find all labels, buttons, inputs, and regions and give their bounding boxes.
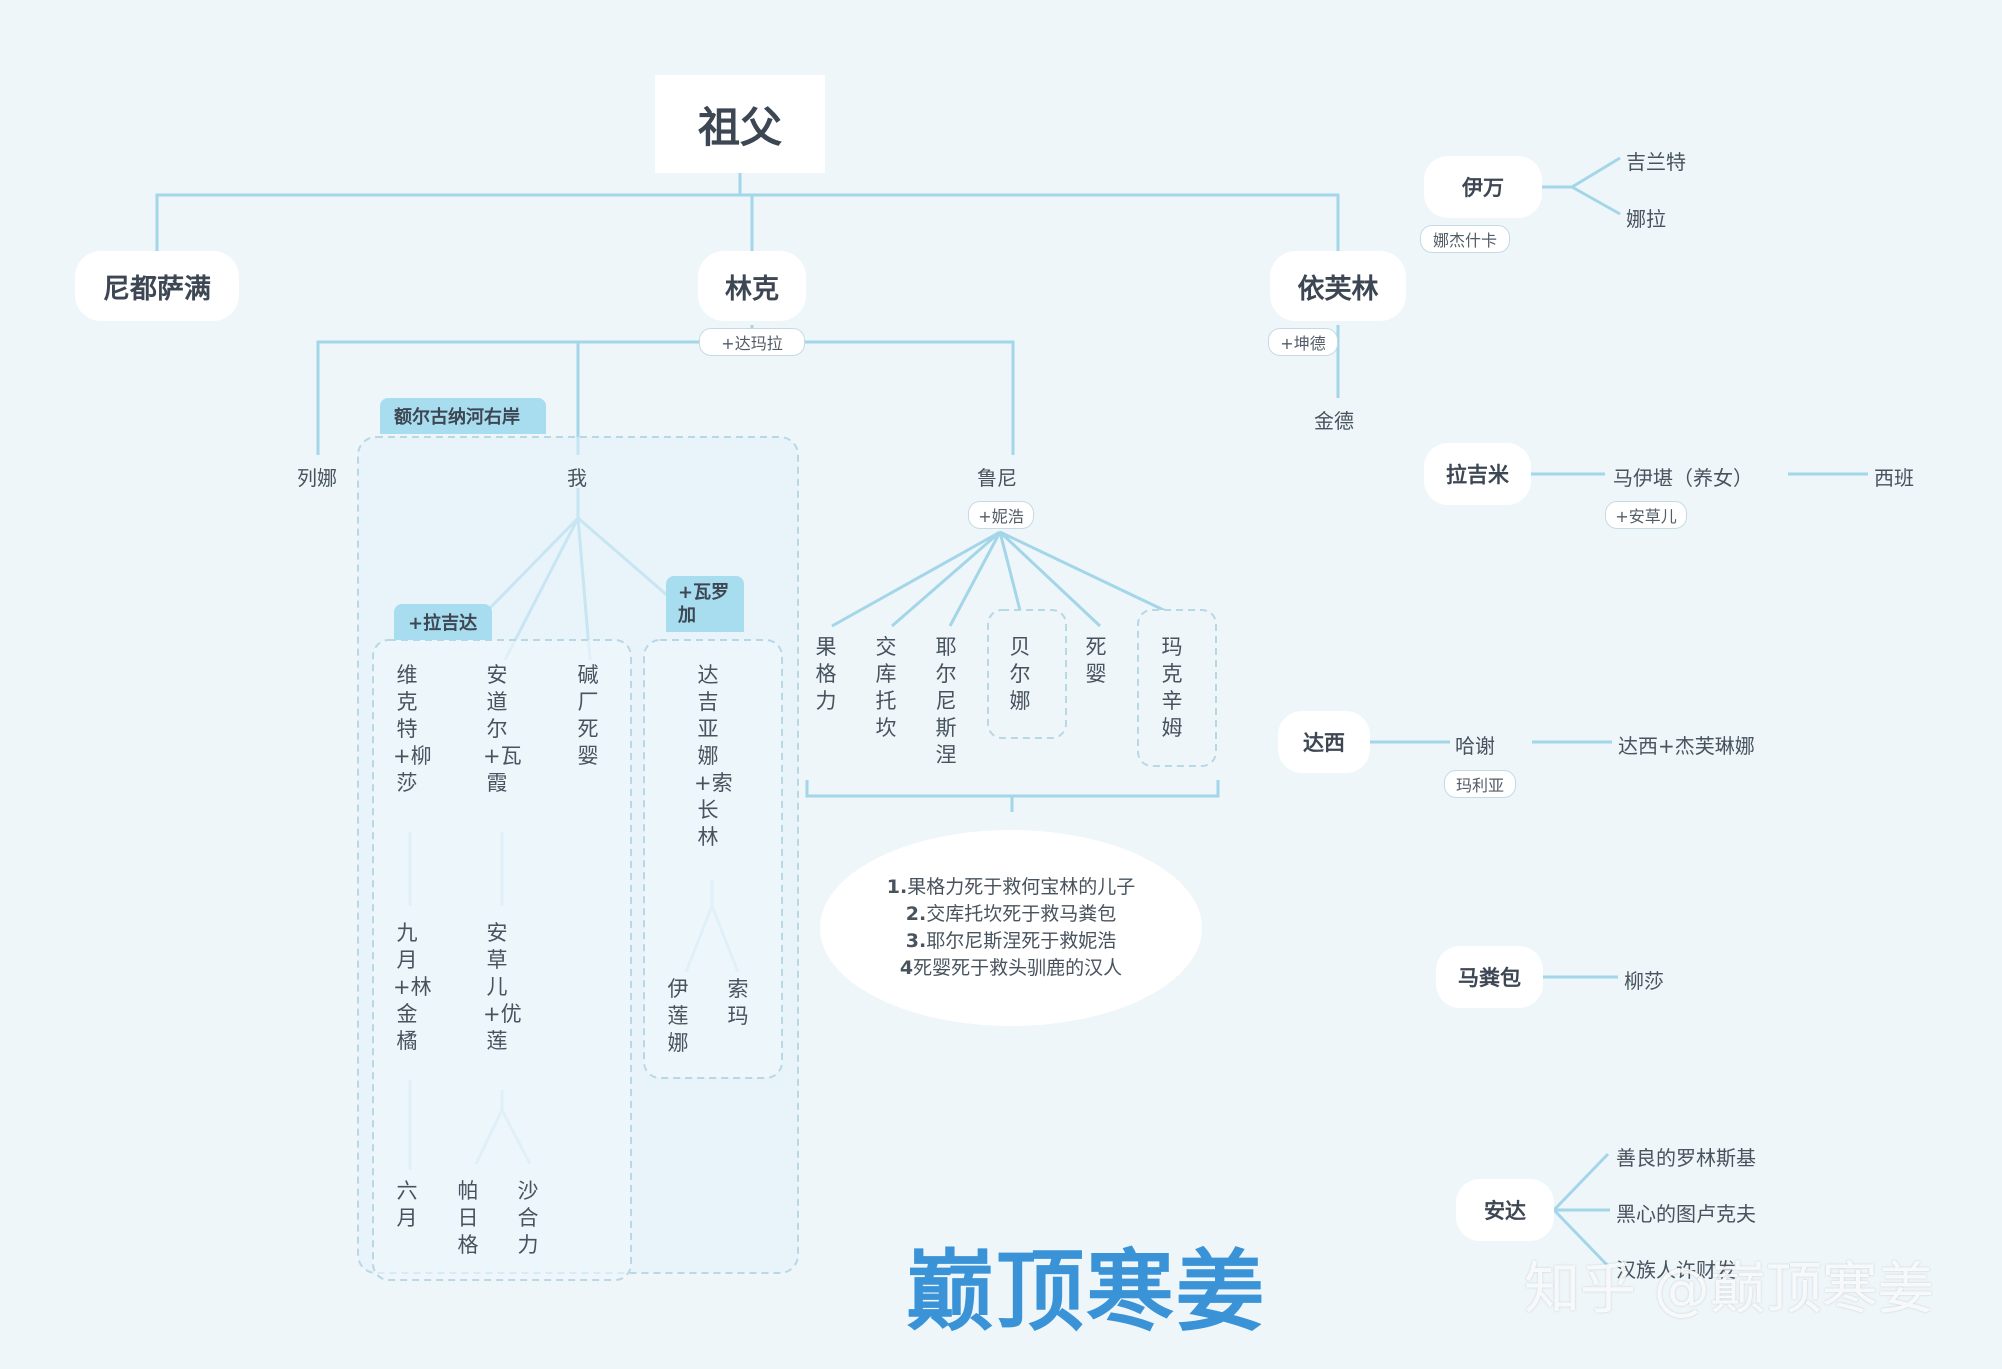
node-nala[interactable]: 娜拉 [1626,207,1666,231]
node-linke[interactable]: 林克 [698,251,806,321]
tag-luni-spouse: +妮浩 [968,501,1034,529]
node-heixin[interactable]: 黑心的图卢克夫 [1616,1202,1756,1226]
group-lajida-box [372,639,632,1281]
tag-haxie-spouse: 玛利亚 [1444,770,1516,798]
node-weikete[interactable]: 维克特+柳莎 [393,663,432,795]
node-nidu[interactable]: 尼都萨满 [75,251,239,321]
node-luni[interactable]: 鲁尼 [977,466,1017,490]
node-liena[interactable]: 列娜 [297,466,337,490]
node-liuyue[interactable]: 六月 [396,1179,418,1230]
node-mafenbao[interactable]: 马粪包 [1436,946,1543,1008]
node-andaoer[interactable]: 安道尔+瓦霞 [483,663,522,795]
node-yeernisinie[interactable]: 耶尔尼斯涅 [935,635,957,767]
node-ancaoer[interactable]: 安草儿+优莲 [483,921,522,1053]
makexinmu-box [1137,609,1217,767]
node-siying[interactable]: 死婴 [1085,635,1107,686]
group-waluojia-header: +瓦罗加 [666,576,744,632]
node-suoma[interactable]: 索玛 [727,977,749,1028]
node-yilianna[interactable]: 伊莲娜 [667,977,689,1055]
node-shaheli[interactable]: 沙合力 [517,1179,539,1257]
node-haxie[interactable]: 哈谢 [1455,734,1495,758]
tag-linke-spouse: +达玛拉 [699,328,805,356]
node-pari[interactable]: 帕日格 [457,1179,479,1257]
note-line-3: 3.耶尔尼斯涅死于救妮浩 [905,930,1117,952]
node-daxi-jiefulinna[interactable]: 达西+杰芙琳娜 [1618,734,1755,758]
node-daxi[interactable]: 达西 [1278,711,1370,773]
node-yifulin[interactable]: 依芙林 [1270,251,1406,321]
group-lajida-header: +拉吉达 [394,604,492,640]
brand-text: 巅顶寒姜 [906,1240,1267,1343]
node-jianchang-siying[interactable]: 碱厂死婴 [577,663,599,768]
node-xiban[interactable]: 西班 [1874,466,1914,490]
note-line-4: 4死婴死于救头驯鹿的汉人 [899,957,1123,979]
node-yiwan[interactable]: 伊万 [1424,156,1542,218]
node-liusha[interactable]: 柳莎 [1624,969,1664,993]
node-anda[interactable]: 安达 [1456,1179,1554,1241]
node-dajiyana[interactable]: 达吉亚娜+索长林 [694,663,733,849]
group-waluojia-box [643,639,783,1079]
node-jiuyue[interactable]: 九月+林金橘 [393,921,432,1053]
node-lajimi[interactable]: 拉吉米 [1424,443,1531,505]
beierna-box [987,609,1067,739]
node-wo[interactable]: 我 [567,466,587,490]
node-beierna[interactable]: 贝尔娜 [1009,635,1031,713]
node-grandfather[interactable]: 祖父 [655,75,825,173]
node-hanren[interactable]: 汉族人许财发 [1616,1258,1736,1282]
note-line-1: 1.果格力死于救何宝林的儿子 [886,876,1136,898]
watermark-text: 知乎 @巅顶寒姜 [1524,1257,1934,1322]
node-mayikan[interactable]: 马伊堪（养女） [1613,466,1753,490]
node-makexinmu[interactable]: 玛克辛姆 [1161,635,1183,740]
note-bubble: 1.果格力死于救何宝林的儿子 2.交库托坎死于救马粪包 3.耶尔尼斯涅死于救妮浩… [820,830,1202,1026]
node-jilante[interactable]: 吉兰特 [1626,150,1686,174]
node-guogeli[interactable]: 果格力 [815,635,837,713]
tag-yiwan-spouse: 娜杰什卡 [1420,225,1510,253]
node-shanliang[interactable]: 善良的罗林斯基 [1616,1146,1756,1170]
note-line-2: 2.交库托坎死于救马粪包 [905,903,1117,925]
node-jinde[interactable]: 金德 [1314,409,1354,433]
node-jiaokutuokan[interactable]: 交库托坎 [875,635,897,740]
tag-yifulin-spouse: +坤德 [1268,328,1338,356]
tag-mayikan-spouse: +安草儿 [1605,501,1687,529]
region-header: 额尔古纳河右岸 [380,398,546,434]
